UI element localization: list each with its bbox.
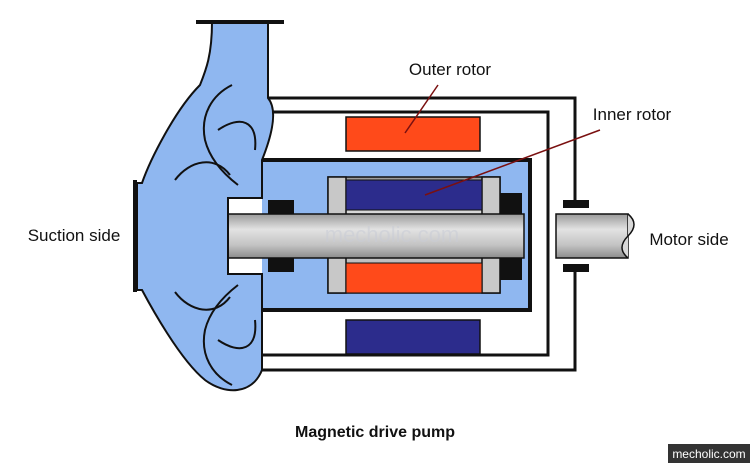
impeller-vane-3 xyxy=(174,161,231,181)
motor-shaft-collar-bottom xyxy=(563,264,589,272)
site-badge xyxy=(668,444,750,463)
outer-rotor-label: Outer rotor xyxy=(409,60,492,79)
impeller-vane-1 xyxy=(202,84,239,186)
impeller-vane-6 xyxy=(174,291,231,311)
bearing-right-bottom xyxy=(500,256,522,280)
impeller-vane-2 xyxy=(217,120,257,151)
suction-side-label: Suction side xyxy=(28,226,121,245)
bearing-left-top xyxy=(268,200,294,216)
pump-casing xyxy=(136,21,275,392)
motor-shaft xyxy=(555,213,629,259)
motor-shaft-break xyxy=(621,213,635,259)
outer-housing-inner-line xyxy=(262,110,550,357)
bearing-right-top xyxy=(500,193,522,217)
watermark: mecholic.com xyxy=(325,222,459,247)
motor-shaft-collar-top xyxy=(563,200,589,208)
outer-rotor-magnet-bottom xyxy=(345,319,481,355)
pump-shaft xyxy=(221,213,525,259)
diagram-caption: Magnetic drive pump xyxy=(295,424,455,441)
outer-housing xyxy=(262,96,577,372)
inner-rotor-label: Inner rotor xyxy=(593,105,672,124)
site-badge-text: mecholic.com xyxy=(672,447,745,461)
impeller-vane-5 xyxy=(217,319,257,350)
outer-rotor-leader xyxy=(404,84,439,134)
impeller-vane-4 xyxy=(202,284,239,386)
bearing-left-bottom xyxy=(268,256,294,272)
motor-side-label: Motor side xyxy=(649,230,728,249)
inner-rotor-magnet-bottom xyxy=(345,262,483,294)
inner-rotor-magnet-top xyxy=(345,179,483,211)
inner-rotor-leader xyxy=(424,129,601,196)
